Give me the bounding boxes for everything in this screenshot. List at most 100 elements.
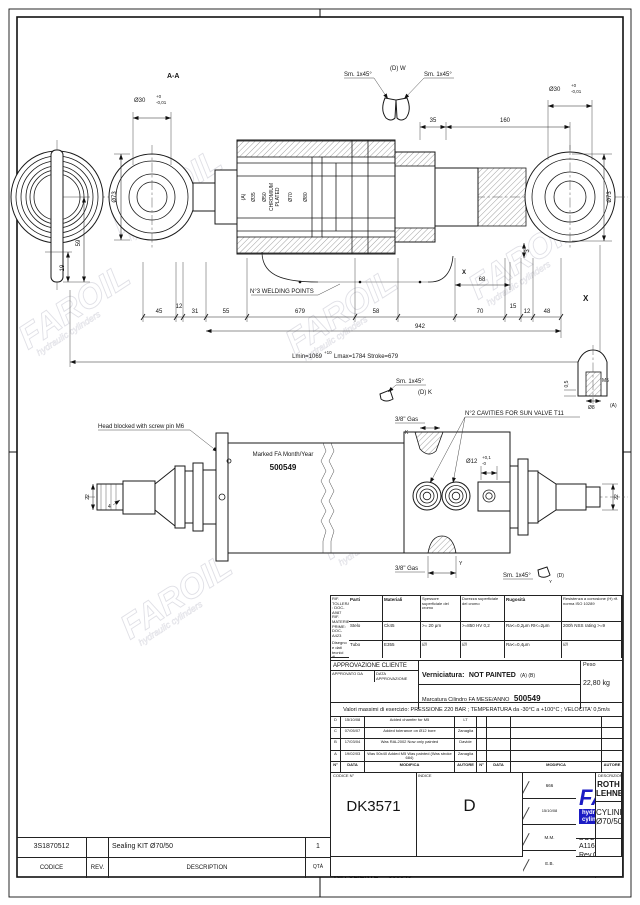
ref-k: K bbox=[405, 430, 409, 436]
spacer-cell bbox=[596, 839, 622, 857]
rev-autore: LT bbox=[455, 717, 477, 729]
valve-block: 3/8" Gas K N°2 CAVITIES FOR SUN VALVE T1… bbox=[395, 411, 580, 578]
bore-d80: Ø80 bbox=[303, 192, 309, 202]
parts-header-description: DESCRIPTION bbox=[109, 858, 306, 878]
detail-x-05: 0,5 bbox=[564, 380, 570, 387]
dim-19: 19 bbox=[60, 264, 66, 271]
client-ref-value: 500549 bbox=[388, 876, 411, 878]
marking-number: 500549 bbox=[270, 463, 297, 472]
limits-note-bar: Valori massimi di esercizio: PRESSIONE 2… bbox=[330, 702, 623, 716]
sheet-frame bbox=[8, 8, 632, 898]
spec-tubo-parti: Tubo bbox=[349, 641, 383, 658]
dim-679: 679 bbox=[295, 309, 306, 315]
dim-22-left: 22 bbox=[85, 494, 91, 500]
bore-d50: Ø50 bbox=[262, 192, 268, 202]
codice-label: CODICE N° bbox=[333, 773, 355, 778]
parts-header-qta: QTÀ bbox=[312, 864, 324, 871]
spec-tubo-materiali: E355 bbox=[383, 641, 421, 658]
dim-48: 48 bbox=[544, 309, 551, 315]
dim-35: 35 bbox=[430, 118, 437, 124]
dim-59: 59 bbox=[76, 239, 82, 246]
rev-autore: Zanaglia bbox=[455, 728, 477, 740]
spec-header-spessore: Spessore superficiale del cromo bbox=[421, 596, 461, 622]
spec-stelo-materiali: Ck45 bbox=[383, 622, 421, 641]
note-materie-prime: RIF. MATERIE PRIME: DOC-A423 bbox=[332, 614, 349, 638]
approval-finish-band: APPROVAZIONE CLIENTE APPROVATO DA DATA A… bbox=[330, 660, 623, 709]
dim-12: 12 bbox=[176, 304, 183, 310]
detail-x-ref-a: (A) bbox=[610, 403, 617, 409]
chamfer-ref-k: Sm. 1x45° (D) K bbox=[379, 379, 432, 402]
rev-date: 17/03/04 bbox=[341, 739, 365, 751]
weight-block: Peso 22,80 kg bbox=[581, 661, 622, 709]
spec-header-parti: Parti bbox=[349, 596, 383, 622]
marking-note: Marked FA Month/Year bbox=[253, 452, 314, 458]
client-ref-cell: RIF. CLIENTE 500549 bbox=[331, 876, 596, 878]
dia-30-tol-dn: -0,01 bbox=[571, 89, 582, 94]
detail-d-label: (D) bbox=[557, 573, 564, 579]
faroil-logo-subtitle: hydraulic cylinders bbox=[579, 808, 595, 825]
spec-stelo-spessore: >= 20 μm bbox=[421, 622, 461, 641]
length-note-rest: Lmax=1784 Stroke=679 bbox=[334, 354, 399, 360]
rev-header-data: DATA bbox=[487, 761, 511, 773]
parts-header-codice: CODICE bbox=[17, 858, 87, 878]
approval-title: APPROVAZIONE CLIENTE bbox=[331, 661, 418, 671]
marking-value: 500549 bbox=[513, 694, 541, 703]
approval-date-label: DATA APPROVAZIONE bbox=[376, 671, 408, 681]
note-tolleranze: RIF. TOLLERANZE : DOC-A987 bbox=[332, 596, 349, 615]
client-ref-label: RIF. CLIENTE bbox=[334, 876, 378, 878]
spec-tubo-spessore: //// bbox=[421, 641, 461, 658]
ref-y: Y bbox=[459, 561, 463, 567]
description-cell: DESCRIZIONE ROTH LEHNER CYLINDER Ø70/50x… bbox=[596, 773, 622, 839]
ref-y-small: Y bbox=[549, 579, 552, 584]
description-line1: ROTH LEHNER bbox=[596, 780, 621, 802]
faroil-logo: FAROIL bbox=[579, 784, 595, 810]
welding-note: N°3 WELDING POINTS bbox=[250, 289, 314, 295]
parts-header-rev: REV. bbox=[87, 858, 109, 878]
approval-by-label: APPROVATO DA bbox=[331, 671, 375, 683]
rev-n: C bbox=[331, 728, 341, 740]
limits-note: Valori massimi di esercizio: PRESSIONE 2… bbox=[343, 706, 610, 713]
part-description-value: Sealing KIT Ø70/50 bbox=[109, 838, 306, 858]
spec-tubo-corrosione: //// bbox=[562, 641, 622, 658]
dia-30-tol-up: +0 bbox=[156, 94, 162, 99]
dia-30-tol-up: +0 bbox=[571, 83, 577, 88]
weight-label: Peso bbox=[583, 662, 596, 668]
watermark-text: FAROIL bbox=[114, 547, 239, 647]
bottom-dim-chain: 45 12 31 55 679 58 70 15 12 48 68 X 3 94… bbox=[69, 243, 601, 367]
watermark-text: FAROIL bbox=[12, 257, 137, 357]
rev-autore: Davide bbox=[455, 739, 477, 751]
spec-tubo-rugosita: Ra<=0,4μm bbox=[505, 641, 562, 658]
sign-row-4: E.B. bbox=[523, 851, 576, 876]
detail-k-label: (D) K bbox=[418, 390, 432, 396]
rev-modifica: Was RAL2002 Now only painted bbox=[365, 739, 455, 751]
rev-header-modifica: MODIFICA bbox=[365, 761, 455, 773]
paint-value: NOT PAINTED bbox=[468, 672, 516, 679]
dim-4: 4 bbox=[108, 504, 111, 510]
codice-cell: CODICE N° DK3571 bbox=[331, 773, 417, 857]
detail-x-title: X bbox=[583, 294, 589, 303]
spec-header-rugosita: Rugosità bbox=[505, 596, 562, 622]
section-label: A-A bbox=[167, 73, 179, 80]
rev-header-modifica: MODIFICA bbox=[511, 761, 602, 773]
dim-31: 31 bbox=[192, 309, 199, 315]
dim-58: 58 bbox=[373, 309, 380, 315]
cylinder-tube: Marked FA Month/Year 500549 bbox=[215, 432, 405, 562]
spec-header-durezza: Durezza superficiale del cromo bbox=[461, 596, 505, 622]
revision-table: D 15/10/08 Added chamfer for M5 LT C 07/… bbox=[330, 716, 623, 773]
right-head-section bbox=[394, 145, 616, 250]
part-rev-value bbox=[87, 838, 109, 858]
chamfer-label: Sm. 1x45° bbox=[396, 379, 424, 385]
spec-stelo-durezza: >=850 HV 0,2 bbox=[461, 622, 505, 641]
dia-73-left: Ø73 bbox=[112, 191, 118, 203]
length-note-sup: +10 bbox=[324, 350, 332, 355]
left-eye-front: Ø30 +0 -0,01 Ø73 bbox=[108, 94, 196, 250]
bore-d70: Ø70 bbox=[288, 192, 294, 202]
rev-date: 19/02/03 bbox=[341, 750, 365, 762]
chamfer-ref-d: Sm. 1x45° Y (D) bbox=[503, 566, 564, 584]
rev-date: 15/10/08 bbox=[341, 717, 365, 729]
rev-modifica: Was 50x40 Added M5 Was painted (Was stro… bbox=[365, 750, 455, 762]
head-note: Head blocked with screw pin M6 bbox=[98, 424, 185, 430]
welded-pipe: N°3 WELDING POINTS bbox=[250, 251, 454, 296]
approval-block: APPROVAZIONE CLIENTE APPROVATO DA DATA A… bbox=[331, 661, 419, 709]
